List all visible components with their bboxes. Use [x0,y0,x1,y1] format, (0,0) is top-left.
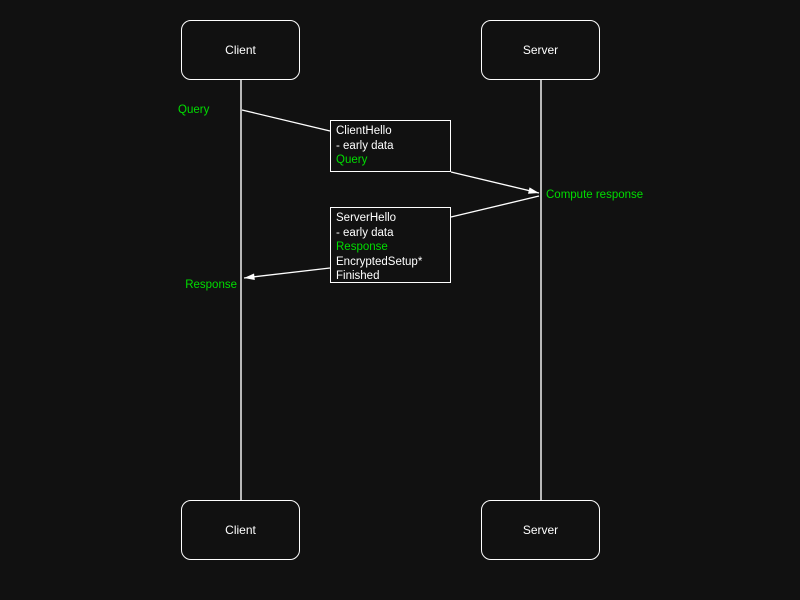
participant-box-server-bottom[interactable]: Server [481,500,600,560]
message-line: - early data [336,139,394,152]
arrow-client-to-box1 [241,109,331,132]
message-line: - early data [336,226,394,239]
participant-label-client-top: Client [225,43,256,57]
arrowhead-box2-to-client [244,273,255,281]
arrows-group [241,109,540,281]
message-box-clienthello[interactable]: ClientHello - early data Query [330,120,451,172]
message-line: Response [336,241,388,253]
annotation-label-response: Response [185,279,237,291]
message-line: ClientHello [336,125,392,137]
arrow-box1-to-server [450,171,540,194]
lifelines-group [240,80,542,500]
message-line: Query [336,154,368,166]
participant-label-server-bottom: Server [522,523,559,537]
message-line: ServerHello [336,212,397,224]
message-line: EncryptedSetup* [336,255,423,268]
annotation-label-compute-response: Compute response [546,189,644,201]
arrowhead-box1-to-server [528,187,539,194]
annotation-label-query: Query [178,104,210,116]
arrow-server-to-box2 [450,195,540,218]
message-line: Finished [336,270,380,282]
participant-label-client-bottom: Client [225,523,256,537]
participant-box-client-bottom[interactable]: Client [181,500,300,560]
participant-label-server-top: Server [522,43,559,57]
participant-box-server-top[interactable]: Server [481,20,600,80]
participant-box-client-top[interactable]: Client [181,20,300,80]
message-box-serverhello[interactable]: ServerHello - early data Response Encryp… [330,207,451,283]
arrow-box2-to-client [243,267,331,279]
